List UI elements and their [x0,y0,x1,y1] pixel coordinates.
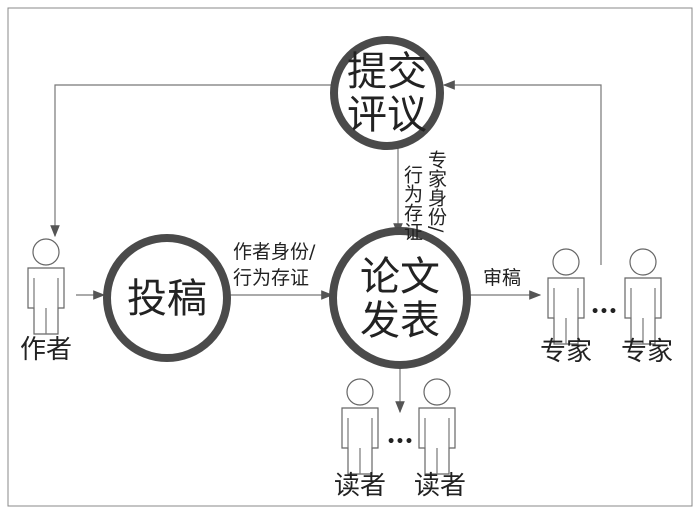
node-publish: 论文 发表 [329,227,471,369]
node-review-line1: 提交 [347,49,427,95]
node-submit: 投稿 [103,234,231,362]
person-icon [27,238,65,335]
frame [7,7,693,507]
node-publish-line2: 发表 [360,298,440,344]
actor-author-label: 作者 [20,335,72,365]
reader-ellipsis: ••• [387,434,414,450]
expert-ellipsis: ••• [591,304,618,320]
label-expert-identity: 专家身份/ [425,150,447,233]
arrow-expert-to-review [442,80,602,265]
actor-expert-label: 专家 [621,337,673,367]
label-review: 审稿 [483,267,521,289]
label-author-behavior: 行为存证 [233,267,309,289]
person-icon [341,378,379,475]
actor-expert-1: 专家 [540,248,592,367]
node-submit-label: 投稿 [127,276,207,322]
actor-expert-label: 专家 [540,337,592,367]
actor-reader-label: 读者 [334,471,386,501]
node-review: 提交 评议 [330,36,444,150]
actor-reader-1: 读者 [334,378,386,501]
arrow-review-to-author [50,84,334,238]
label-expert-behavior: 行为存证 [401,165,423,241]
node-publish-line1: 论文 [360,254,440,300]
actor-reader-label: 读者 [414,471,466,501]
actor-author: 作者 [20,238,72,365]
actor-expert-2: 专家 [621,248,673,367]
node-review-line2: 评议 [347,92,427,138]
person-icon [624,248,662,345]
person-icon [418,378,456,475]
label-author-identity: 作者身份/ [233,241,316,263]
actor-reader-2: 读者 [414,378,466,501]
person-icon [547,248,585,345]
